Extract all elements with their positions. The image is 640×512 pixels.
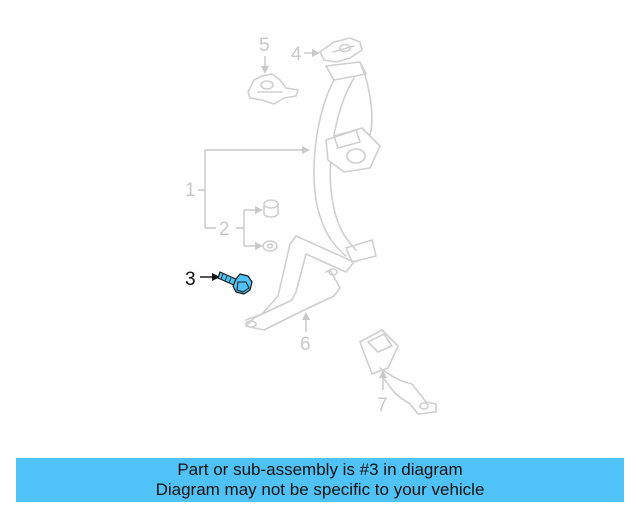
parts-diagram: 5 4 6 1 2 xyxy=(185,35,437,416)
part-1-belt-assembly xyxy=(313,61,381,263)
leader-4-head xyxy=(312,49,320,57)
leader-2-head-b xyxy=(255,242,263,250)
leader-2 xyxy=(236,209,258,247)
leader-5-head xyxy=(261,66,269,74)
banner-line-2: Diagram may not be specific to your vehi… xyxy=(155,480,485,499)
leader-6-head xyxy=(302,312,310,320)
callout-1: 1 xyxy=(185,180,196,201)
callout-3: 3 xyxy=(185,269,196,290)
leader-3-head xyxy=(212,273,220,281)
leader-1 xyxy=(198,149,304,229)
part-3-bolt-highlighted xyxy=(217,271,253,295)
info-banner: Part or sub-assembly is #3 in diagram Di… xyxy=(16,458,624,502)
leader-1-head xyxy=(302,146,310,154)
callout-4: 4 xyxy=(291,44,302,65)
part-4-adjuster-bracket xyxy=(319,37,363,63)
callout-2: 2 xyxy=(219,219,230,240)
part-2-cap-and-washer xyxy=(262,199,279,252)
part-6-anchor-rail xyxy=(245,235,355,331)
leader-2-head-a xyxy=(255,206,263,214)
part-7-buckle xyxy=(359,329,437,415)
callout-7: 7 xyxy=(377,395,388,416)
callout-6: 6 xyxy=(300,334,311,355)
callout-5: 5 xyxy=(259,35,270,56)
leader-7-head xyxy=(379,370,387,378)
part-5-anchor-plate xyxy=(247,73,299,105)
banner-line-1: Part or sub-assembly is #3 in diagram xyxy=(177,460,463,479)
